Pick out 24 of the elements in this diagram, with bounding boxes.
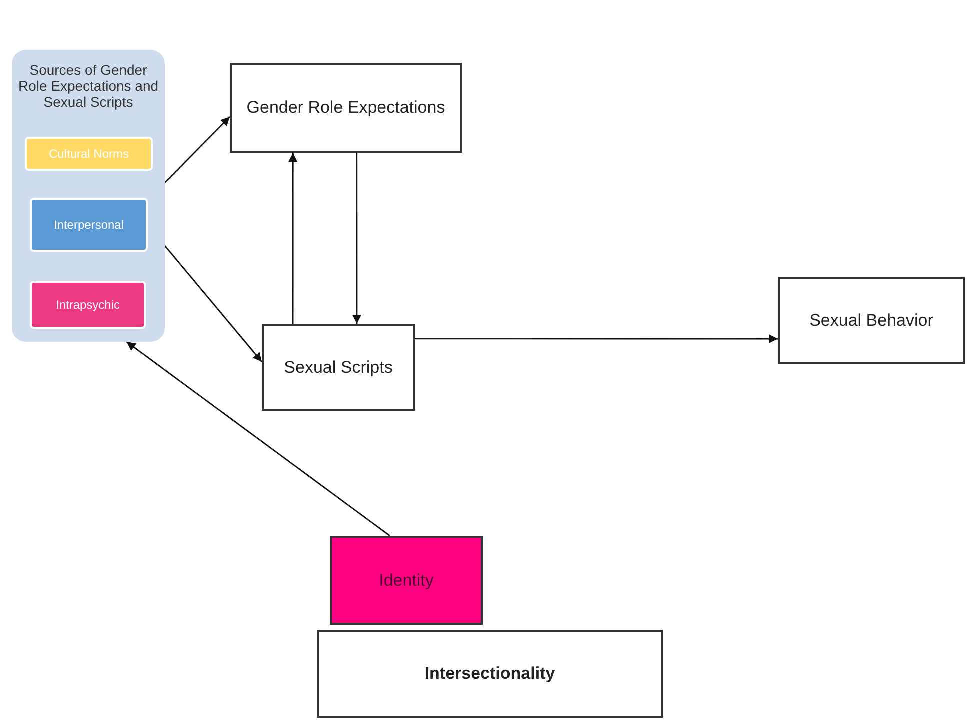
box-label: Sexual Behavior: [808, 310, 934, 330]
arrow: [288, 153, 298, 324]
concept-box: [330, 536, 483, 625]
concept-box: [262, 324, 415, 411]
arrow: [352, 153, 362, 324]
arrow: [415, 334, 778, 344]
box-label: Cultural Norms: [48, 147, 130, 161]
source-chip: [30, 281, 146, 329]
sources-panel: [12, 50, 165, 342]
source-chip: [25, 137, 153, 171]
arrow: [164, 245, 263, 362]
box-label: Intrapsychic: [54, 298, 122, 312]
concept-box: [230, 63, 462, 153]
arrow: [164, 116, 230, 184]
panel-heading: Sources of Gender Role Expectations and Sexual Scripts: [17, 62, 160, 110]
box-label: Intersectionality: [424, 664, 556, 684]
arrow: [126, 341, 390, 537]
source-chip: [30, 198, 148, 252]
box-label: Interpersonal: [52, 218, 126, 232]
concept-box: [778, 277, 965, 364]
box-label: Sexual Scripts: [283, 358, 394, 378]
concept-box: [317, 630, 663, 718]
box-label: Identity: [378, 570, 435, 590]
box-label: Gender Role Expectations: [246, 98, 446, 118]
